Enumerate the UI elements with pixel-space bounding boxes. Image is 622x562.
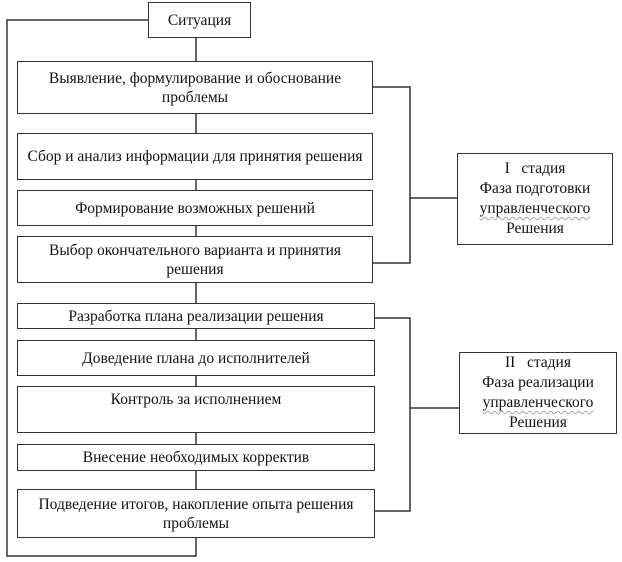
step-box: Сбор и анализ информации для принятия ре… xyxy=(17,133,373,180)
step-label: Контроль за исполнением xyxy=(110,391,282,408)
feedback-loop-line xyxy=(6,19,197,557)
stage-1-box: I стадия Фаза подготовки управленческого… xyxy=(457,153,613,245)
stage-title: I стадия xyxy=(504,160,566,177)
stage-title: II стадия xyxy=(505,354,571,371)
stage-object: Решения xyxy=(506,220,564,237)
step-box: Разработка плана реализации решения xyxy=(17,303,375,329)
stage-phase: Фаза подготовки xyxy=(479,180,591,197)
step-box: Внесение необходимых корректив xyxy=(17,444,375,471)
stage-phase: Фаза реализации xyxy=(482,374,594,391)
step-box: Контроль за исполнением xyxy=(17,386,375,433)
stage-1-bracket xyxy=(373,86,457,264)
situation-box: Ситуация xyxy=(148,2,251,38)
step-label: Подведение итогов, накопление опыта реше… xyxy=(38,495,354,532)
step-box: Выявление, формулирование и обоснование … xyxy=(17,61,373,114)
step-box: Выбор окончательного варианта и принятия… xyxy=(17,236,373,283)
step-label: Разработка плана реализации решения xyxy=(68,307,324,325)
step-label: Сбор и анализ информации для принятия ре… xyxy=(27,148,363,165)
stage-2-box: II стадия Фаза реализации управленческог… xyxy=(459,352,617,434)
stage-qualifier: управленческого xyxy=(479,200,591,217)
step-label: Выбор окончательного варианта и принятия… xyxy=(49,241,341,278)
situation-label: Ситуация xyxy=(167,11,232,29)
stage-qualifier: управленческого xyxy=(482,394,594,411)
step-box: Формирование возможных решений xyxy=(17,190,373,226)
step-label: Внесение необходимых корректив xyxy=(82,449,310,466)
stage-2-bracket xyxy=(375,317,459,512)
step-label: Доведение плана до исполнителей xyxy=(82,349,310,367)
stage-object: Решения xyxy=(509,414,567,431)
step-label: Выявление, формулирование и обоснование … xyxy=(48,69,342,106)
step-box: Доведение плана до исполнителей xyxy=(17,340,375,376)
step-box: Подведение итогов, накопление опыта реше… xyxy=(17,489,375,538)
step-label: Формирование возможных решений xyxy=(75,199,315,217)
